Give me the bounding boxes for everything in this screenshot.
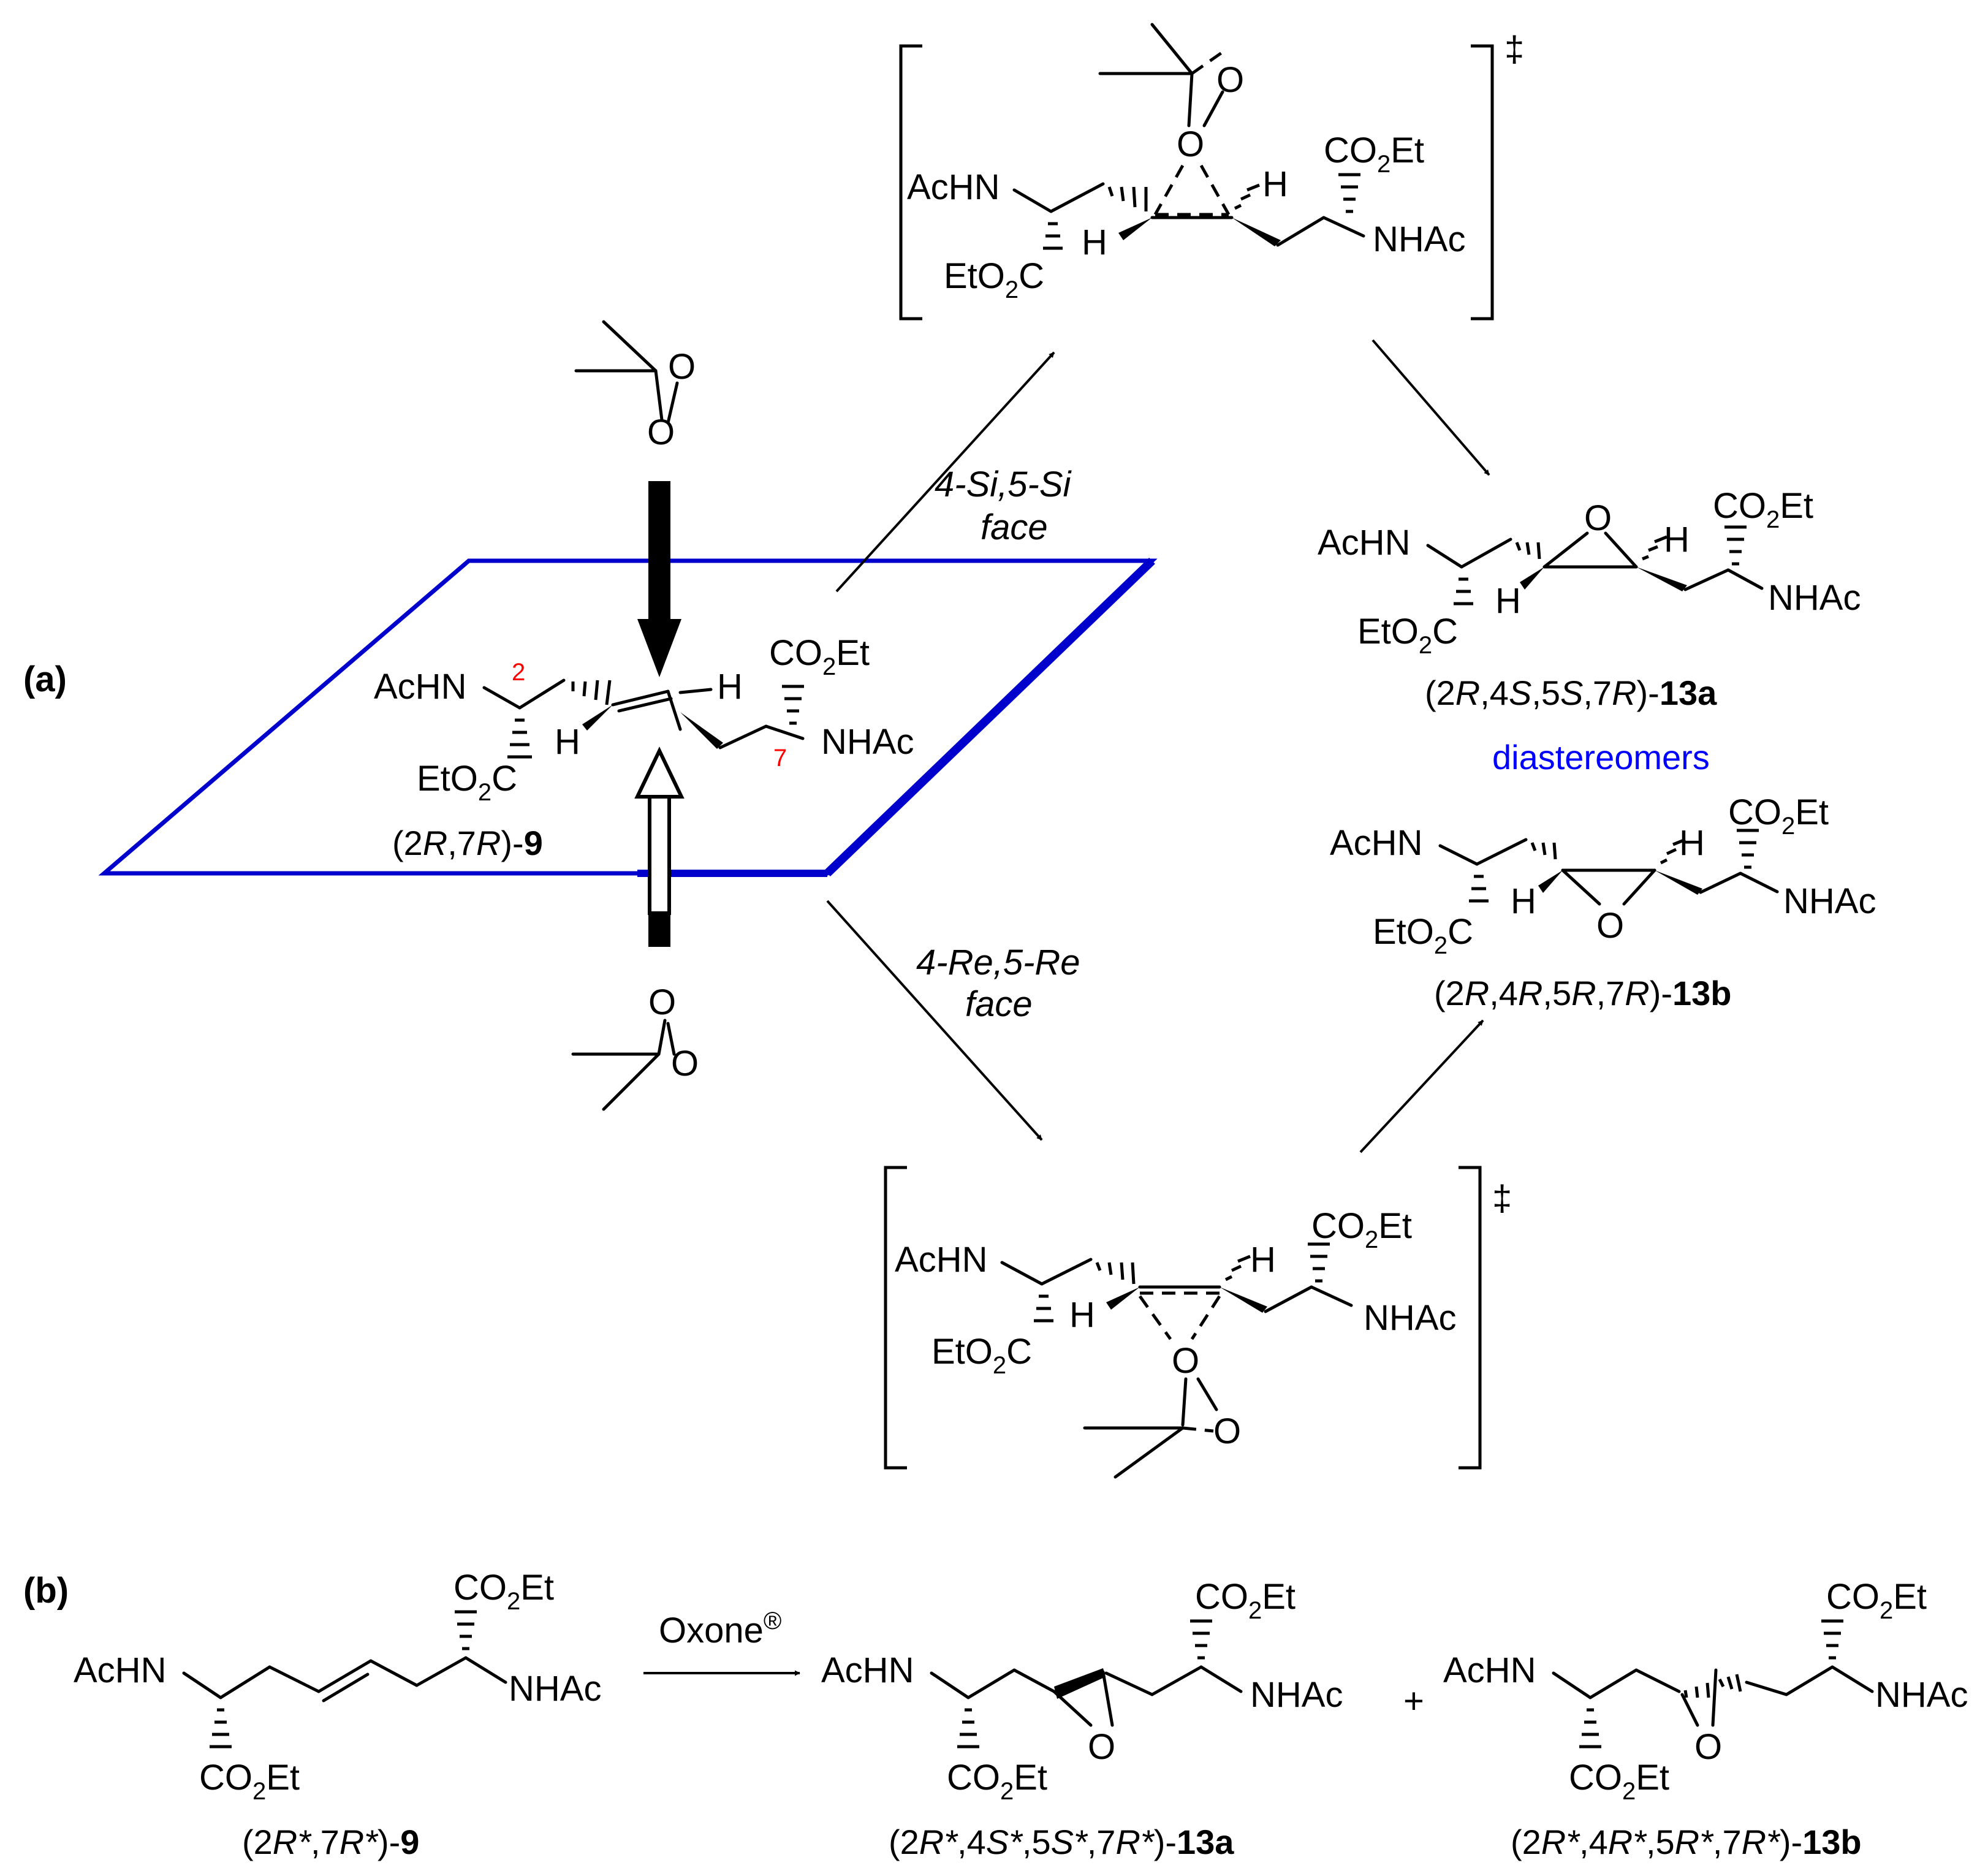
pb-p1-achn: AcHN (821, 1650, 914, 1690)
path-top-label-1: 4-Si,5-Si (935, 465, 1072, 504)
ts-top-co2et: CO2Et (1324, 131, 1424, 178)
dioxirane-bottom-o1: O (648, 982, 676, 1022)
pb-sm-co2et-top: CO2Et (453, 1568, 554, 1615)
arrow-to-ts-top (835, 351, 1055, 593)
ts-bottom-o1: O (1172, 1341, 1199, 1381)
pb-p2-nhac: NHAc (1875, 1675, 1968, 1715)
dioxirane-bottom-o2: O (671, 1044, 699, 1084)
oxone-arrow: Oxone® (643, 1608, 800, 1676)
sm-num-7: 7 (773, 745, 787, 772)
sm-h-right: H (717, 667, 743, 707)
sm-co2et: CO2Et (769, 633, 870, 680)
p13b-achn: AcHN (1330, 823, 1422, 863)
sm-nhac: NHAc (821, 722, 914, 762)
pb-p2-achn: AcHN (1443, 1650, 1536, 1690)
ts-bottom-eto2c: EtO2C (931, 1332, 1032, 1379)
ts-bottom-mark: ‡ (1492, 1179, 1512, 1218)
path-bottom-label-1: 4-Re,5-Re (916, 943, 1080, 982)
pb-p2-co2et-bottom: CO2Et (1569, 1758, 1669, 1805)
pb-sm-caption: (2R*,7R*)-9 (242, 1823, 419, 1861)
pb-sm-achn: AcHN (74, 1650, 166, 1690)
plane (98, 557, 1158, 877)
reaction-arrows (826, 339, 1490, 1153)
transition-state-top: ‡ O O AcHN H H CO2Et NHAc (899, 23, 1524, 321)
ts-top-achn: AcHN (907, 167, 1000, 207)
plus-sign: + (1403, 1681, 1424, 1721)
dioxirane-bottom: O O (571, 982, 699, 1111)
sm-achn: AcHN (374, 667, 466, 707)
ts-bottom-h-right: H (1250, 1240, 1276, 1280)
arrow-to-ts-bottom (826, 900, 1043, 1141)
ts-bottom-co2et: CO2Et (1311, 1206, 1412, 1253)
panel-b-label: (b) (23, 1571, 69, 1611)
panel-b-product-13a: AcHN O CO2Et CO2Et NHAc (2R*,4S*,5S*,7R*… (821, 1577, 1343, 1861)
sm-eto2c: EtO2C (417, 759, 517, 806)
ts-top-nhac: NHAc (1373, 219, 1465, 259)
p13a-caption: (2R,4S,5S,7R)-13a (1425, 674, 1717, 712)
dioxirane-top-o1: O (668, 347, 696, 387)
product-13b: AcHN O H H CO2Et NHAc EtO2C (2R (1330, 792, 1876, 1012)
p13b-eto2c: EtO2C (1373, 912, 1473, 959)
pb-p1-co2et-top: CO2Et (1195, 1577, 1296, 1624)
p13b-h-left: H (1511, 881, 1536, 921)
p13b-caption: (2R,4R,5R,7R)-13b (1434, 974, 1732, 1012)
pb-p2-co2et-top: CO2Et (1826, 1577, 1927, 1624)
dioxirane-top-o2: O (647, 412, 675, 452)
sm-num-2: 2 (512, 659, 525, 686)
p13a-achn: AcHN (1318, 523, 1410, 563)
ts-bottom-nhac: NHAc (1364, 1298, 1456, 1338)
pb-p2-caption: (2R*,4R*,5R*,7R*)-13b (1511, 1823, 1862, 1861)
sm-h-left: H (555, 722, 580, 762)
transition-state-bottom: ‡ AcHN H H CO2Et NHAc EtO2C (884, 1166, 1512, 1479)
p13b-o: O (1596, 906, 1624, 946)
p13a-h-left: H (1495, 581, 1521, 621)
pb-p1-co2et-bottom: CO2Et (947, 1758, 1047, 1805)
arrow-ts-top-to-13a (1371, 339, 1490, 476)
ts-top-mark: ‡ (1504, 29, 1524, 69)
reagent-label: Oxone® (659, 1608, 781, 1650)
p13b-nhac: NHAc (1783, 881, 1876, 921)
attack-arrow-bottom (634, 746, 685, 947)
p13a-h-right: H (1664, 520, 1690, 560)
pb-p2-o: O (1694, 1727, 1722, 1767)
pb-p1-o: O (1088, 1727, 1115, 1767)
diastereomers-label: diastereomers (1492, 738, 1710, 776)
ts-top-eto2c: EtO2C (944, 256, 1044, 303)
panel-a-label: (a) (23, 659, 67, 699)
starting-material-9: AcHN 2 H H 7 CO2Et NHAc EtO2C (2R,7R (374, 633, 914, 862)
pb-sm-co2et-bottom: CO2Et (199, 1758, 300, 1805)
path-bottom-label-2: face (965, 984, 1033, 1024)
p13b-co2et: CO2Et (1728, 792, 1829, 840)
ts-top-o2: O (1177, 124, 1204, 164)
pb-sm-nhac: NHAc (509, 1669, 601, 1709)
p13a-co2et: CO2Et (1713, 486, 1813, 533)
p13b-h-right: H (1679, 823, 1705, 863)
ts-bottom-achn: AcHN (895, 1240, 987, 1280)
panel-b-product-13b: AcHN O CO2Et CO2Et NHAc (2R*,4R*,5R*,7R*… (1443, 1577, 1968, 1861)
dioxirane-top: O O (574, 320, 696, 452)
ts-bottom-h-left: H (1069, 1295, 1095, 1335)
pb-p1-nhac: NHAc (1250, 1675, 1343, 1715)
panel-b-starting-material: AcHN CO2Et CO2Et NHAc (2R*,7R*)-9 (74, 1568, 601, 1861)
ts-top-h-right: H (1262, 164, 1288, 204)
path-top-label-2: face (981, 507, 1048, 547)
sm-caption: (2R,7R)-9 (392, 824, 543, 862)
p13a-o: O (1584, 498, 1612, 538)
product-13a: AcHN O H H CO2Et NHAc EtO2C (2R (1318, 486, 1861, 712)
ts-top-h-left: H (1082, 222, 1107, 262)
pb-p1-caption: (2R*,4S*,5S*,7R*)-13a (889, 1823, 1234, 1861)
arrow-ts-bottom-to-13b (1359, 1019, 1484, 1153)
ts-bottom-o2: O (1213, 1411, 1241, 1451)
attack-arrow-top (637, 481, 681, 677)
p13a-nhac: NHAc (1768, 578, 1861, 618)
p13a-eto2c: EtO2C (1357, 612, 1458, 659)
